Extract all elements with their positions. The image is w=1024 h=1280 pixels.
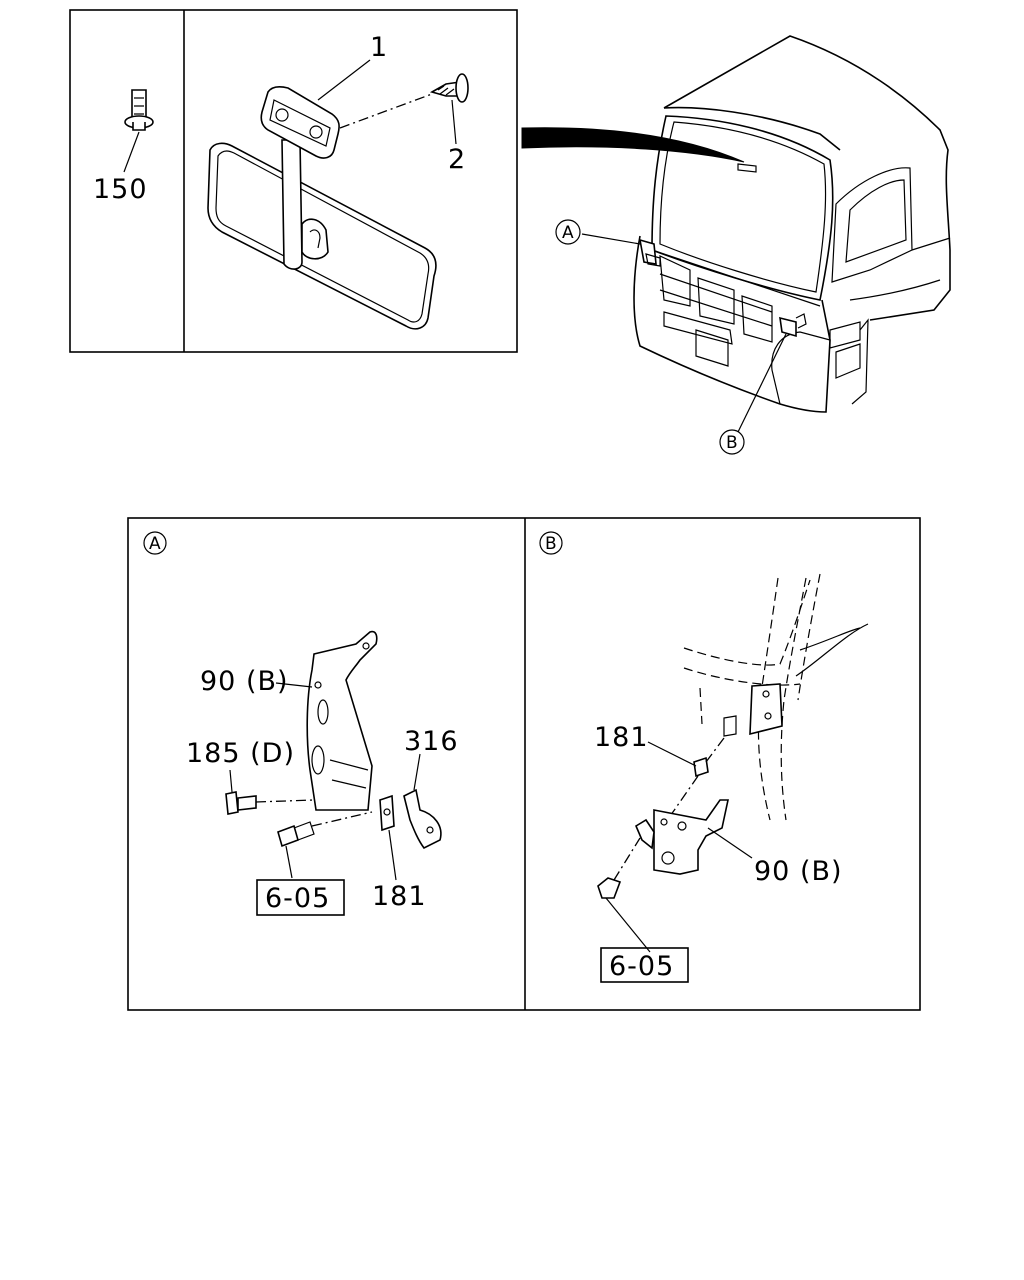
panel-a-bolt-605 (277, 811, 373, 879)
panel-b-bolt-605 (597, 837, 651, 953)
panel-a-nut-181 (379, 794, 397, 881)
b-label-ref-605: 6-05 (609, 951, 674, 982)
panel-a-title-label: A (149, 534, 161, 554)
a-label-181: 181 (372, 881, 427, 912)
b-label-90b: 90 (B) (754, 856, 843, 887)
panel-b-title: B (539, 531, 563, 555)
a-label-90b: 90 (B) (200, 666, 289, 697)
panel-b-bracket-90b (634, 799, 753, 875)
panel-a-bracket-90b (275, 630, 378, 811)
part-label-1: 1 (370, 32, 388, 63)
panel-b-title-label: B (545, 534, 557, 554)
panel-b-cab-section (683, 573, 869, 821)
part-label-150: 150 (93, 174, 148, 205)
top-parts-frame (69, 9, 518, 353)
panel-a-title: A (143, 531, 167, 555)
detail-b-marker: B (719, 429, 745, 455)
a-label-ref-605: 6-05 (265, 883, 330, 914)
panel-b-nut-181 (647, 737, 725, 823)
detail-a-marker-label: A (562, 223, 574, 243)
part-label-2: 2 (448, 144, 466, 175)
b-ref-box: 6-05 (600, 947, 689, 983)
clip-150-part (123, 89, 154, 173)
panel-a-plate-316 (403, 753, 442, 850)
detail-a-marker: A (555, 219, 581, 245)
screw-2-part (339, 73, 469, 145)
panel-a-bolt-185d (225, 769, 315, 815)
a-label-316: 316 (404, 726, 459, 757)
truck-cab-illustration (521, 35, 951, 433)
b-label-181: 181 (594, 722, 649, 753)
a-ref-box: 6-05 (256, 879, 345, 916)
a-label-185d: 185 (D) (186, 738, 295, 769)
detail-panels-frame (127, 517, 921, 1011)
detail-b-marker-label: B (726, 433, 738, 453)
rear-view-mirror-part (207, 59, 437, 330)
